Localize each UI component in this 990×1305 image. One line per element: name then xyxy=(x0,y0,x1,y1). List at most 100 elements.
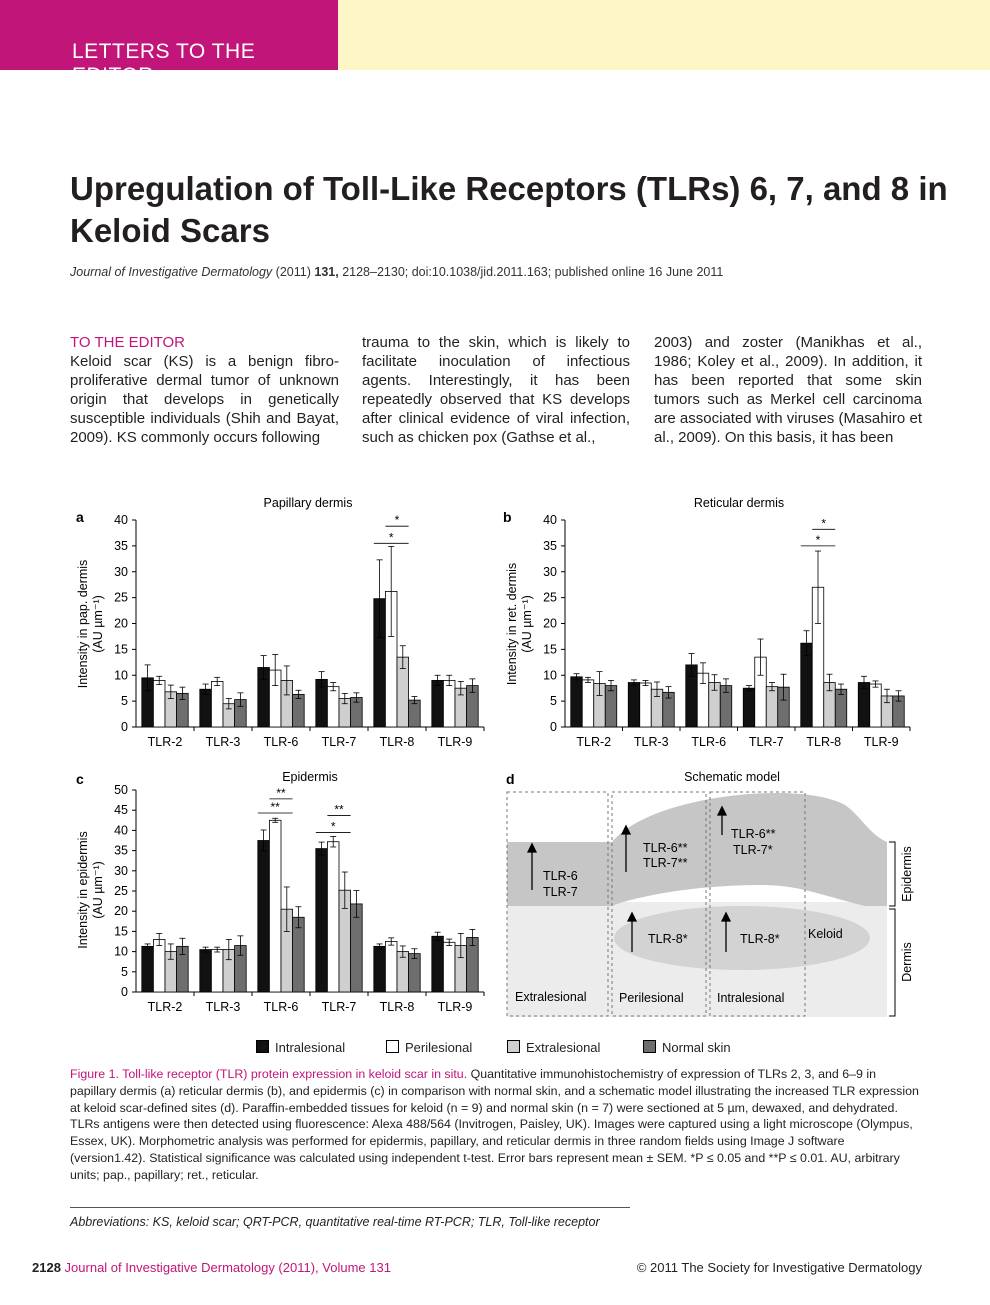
bar xyxy=(326,841,340,993)
abbreviations: Abbreviations: KS, keloid scar; QRT-PCR,… xyxy=(70,1215,600,1229)
bar xyxy=(869,683,882,728)
footer-journal: Journal of Investigative Dermatology (20… xyxy=(64,1260,391,1275)
significance-label: ** xyxy=(271,800,281,814)
citation-year: (2011) xyxy=(275,265,311,279)
x-tick-label: TLR-7 xyxy=(322,735,357,749)
y-tick-label: 30 xyxy=(114,565,128,579)
perilesional-box xyxy=(611,791,707,1017)
y-tick-label: 40 xyxy=(114,823,128,837)
y-tick-label: 20 xyxy=(114,617,128,631)
extralesional-box xyxy=(506,791,609,1017)
y-tick-label: 5 xyxy=(121,694,128,708)
legend-label: Normal skin xyxy=(662,1040,731,1055)
y-tick-label: 30 xyxy=(543,565,557,579)
figure-label: Figure 1. xyxy=(70,1067,119,1081)
extralesional-tlr-7: TLR-7 xyxy=(543,885,578,899)
bar xyxy=(396,951,410,993)
panel-letter-a: a xyxy=(76,509,84,525)
y-tick-label: 20 xyxy=(543,617,557,631)
caption-text: Quantitative immunohistochemistry of exp… xyxy=(70,1067,919,1182)
bar xyxy=(431,680,444,728)
x-tick-label: TLR-2 xyxy=(148,735,183,749)
footer-copyright: © 2011 The Society for Investigative Der… xyxy=(636,1260,922,1275)
x-tick-label: TLR-6 xyxy=(264,1000,299,1014)
significance-label: ** xyxy=(276,786,286,800)
y-tick-label: 35 xyxy=(114,539,128,553)
body-text-2: trauma to the skin, which is likely to f… xyxy=(362,334,630,446)
x-tick-label: TLR-6 xyxy=(264,735,299,749)
citation-journal: Journal of Investigative Dermatology xyxy=(70,265,273,279)
dermis-label: Dermis xyxy=(900,942,914,982)
body-column-2: trauma to the skin, which is likely to f… xyxy=(362,333,630,447)
schematic-title: Schematic model xyxy=(684,770,780,784)
y-tick-label: 30 xyxy=(114,864,128,878)
bar xyxy=(442,941,456,993)
x-tick-label: TLR-8 xyxy=(380,735,415,749)
bar xyxy=(765,686,779,728)
x-tick-label: TLR-3 xyxy=(206,735,241,749)
page-number: 2128 xyxy=(32,1260,61,1275)
x-tick-label: TLR-2 xyxy=(148,1000,183,1014)
intralesional-tlr-6: TLR-6** xyxy=(731,827,776,841)
extralesional-tlr-6: TLR-6 xyxy=(543,869,578,883)
bar xyxy=(141,945,154,993)
perilesional-tlr-6: TLR-6** xyxy=(643,841,688,855)
figure-caption: Figure 1. Toll-like receptor (TLR) prote… xyxy=(70,1066,922,1184)
significance-label: * xyxy=(395,513,400,527)
x-tick-label: TLR-7 xyxy=(749,735,784,749)
bar xyxy=(373,945,386,993)
body-column-1: TO THE EDITOR Keloid scar (KS) is a beni… xyxy=(70,333,339,447)
dermis-bracket xyxy=(889,908,896,1017)
section-banner: LETTERS TO THE EDITOR xyxy=(0,0,338,87)
y-tick-label: 35 xyxy=(543,539,557,553)
article-title: Upregulation of Toll-Like Receptors (TLR… xyxy=(70,170,948,249)
label-perilesional: Perilesional xyxy=(619,991,684,1005)
significance-label: * xyxy=(821,516,826,530)
body-text-3: 2003) and zoster (Manikhas et al., 1986;… xyxy=(654,334,922,446)
y-axis-label: Intensity in ret. dermis xyxy=(505,563,519,685)
legend-swatch xyxy=(643,1040,656,1053)
y-tick-label: 10 xyxy=(114,668,128,682)
intralesional-box xyxy=(709,791,806,1017)
legend-label: Intralesional xyxy=(275,1040,346,1055)
y-tick-label: 40 xyxy=(543,513,557,527)
x-tick-label: TLR-7 xyxy=(322,1000,357,1014)
keloid-label: Keloid xyxy=(808,927,843,941)
y-axis-unit: (AU µm⁻¹) xyxy=(520,595,534,653)
x-tick-label: TLR-9 xyxy=(438,1000,473,1014)
bar xyxy=(384,941,398,993)
bar xyxy=(210,949,224,993)
bar xyxy=(210,681,224,728)
legend-swatch xyxy=(386,1040,399,1053)
body-text-1: Keloid scar (KS) is a benign fibro-proli… xyxy=(70,353,339,446)
x-tick-label: TLR-3 xyxy=(206,1000,241,1014)
chart-title: Epidermis xyxy=(282,770,338,784)
intralesional-tlr-7: TLR-7* xyxy=(733,843,773,857)
bar xyxy=(408,953,421,993)
significance-label: * xyxy=(389,530,394,544)
bar xyxy=(292,693,305,728)
y-tick-label: 15 xyxy=(543,642,557,656)
y-axis-label: Intensity in epidermis xyxy=(76,831,90,948)
x-tick-label: TLR-9 xyxy=(438,735,473,749)
y-axis-unit: (AU µm⁻¹) xyxy=(91,861,105,919)
x-tick-label: TLR-8 xyxy=(380,1000,415,1014)
bar xyxy=(442,680,456,728)
y-tick-label: 0 xyxy=(121,985,128,999)
label-extralesional: Extralesional xyxy=(515,990,587,1004)
chart-title: Papillary dermis xyxy=(264,496,353,510)
bar xyxy=(326,686,340,728)
bar xyxy=(639,682,652,728)
y-tick-label: 0 xyxy=(121,720,128,734)
legend-swatch xyxy=(256,1040,269,1053)
epidermis-layer xyxy=(507,793,887,906)
bar xyxy=(570,676,583,728)
banner-filler xyxy=(338,0,990,70)
y-tick-label: 15 xyxy=(114,642,128,656)
y-tick-label: 10 xyxy=(114,945,128,959)
bar xyxy=(627,682,641,728)
bar xyxy=(152,680,166,728)
legend-extralesional: Extralesional xyxy=(507,1040,600,1055)
